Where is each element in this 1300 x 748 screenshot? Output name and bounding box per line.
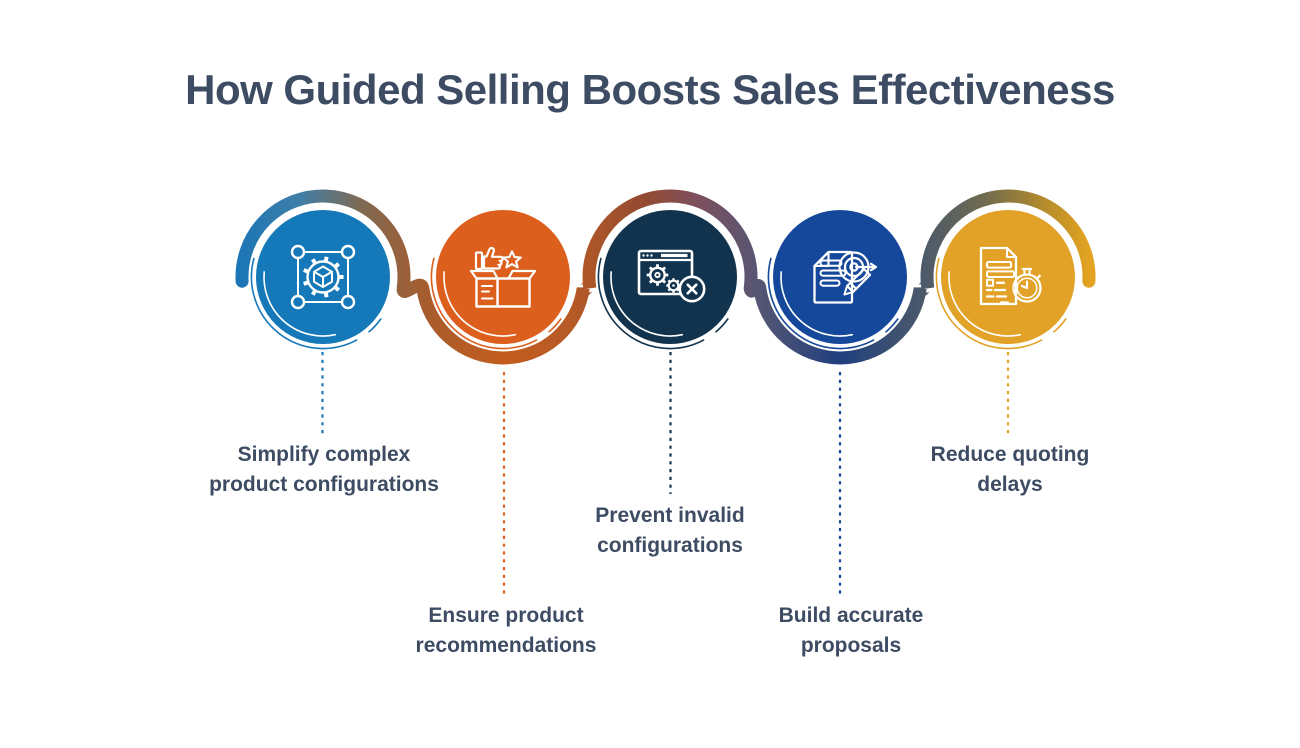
step-3-group (597, 210, 737, 494)
step-1-outer-arc (250, 257, 382, 350)
step-label-1-line-2: product configurations (209, 473, 439, 496)
step-2-outer-arc (430, 257, 562, 350)
step-label-1: Simplify complex product configurations (209, 440, 439, 500)
step-1-group (250, 210, 390, 434)
step-5-inner-arc (948, 271, 1022, 337)
step-3-inner-arc (610, 271, 684, 337)
step-label-3-line-1: Prevent invalid (595, 504, 745, 527)
step-label-4: Build accurate proposals (779, 601, 924, 661)
step-3-circle (603, 210, 737, 344)
step-label-2-line-2: recommendations (415, 634, 597, 657)
step-label-5-line-1: Reduce quoting (930, 443, 1090, 466)
step-label-2: Ensure product recommendations (416, 601, 597, 661)
step-label-3-line-2: configurations (597, 534, 743, 557)
step-label-4-line-1: Build accurate (778, 604, 924, 627)
thumbs-up-product-box-icon (469, 246, 537, 308)
document-stopwatch-icon (979, 246, 1042, 306)
step-label-2-line-1: Ensure product (428, 604, 584, 627)
step-2-inner-arc (443, 271, 517, 337)
step-4-group (767, 210, 907, 596)
step-label-3: Prevent invalid configurations (595, 501, 744, 561)
window-gears-error-icon (637, 249, 706, 303)
step-4-outer-arc (767, 257, 899, 350)
step-4-inner-arc (780, 271, 854, 337)
step-label-5-line-2: delays (977, 473, 1043, 496)
step-label-5: Reduce quoting delays (931, 440, 1090, 500)
step-label-4-line-2: proposals (800, 634, 902, 657)
step-5-outer-arc (935, 257, 1067, 350)
step-4-circle (773, 210, 907, 344)
serpentine-ribbon (235, 189, 1096, 365)
step-1-inner-arc (263, 271, 337, 337)
step-3-outer-arc (597, 257, 729, 350)
step-5-group (935, 210, 1075, 434)
step-2-group (430, 210, 570, 596)
step-2-circle (436, 210, 570, 344)
page-title: How Guided Selling Boosts Sales Effectiv… (185, 66, 1115, 113)
step-label-1-line-1: Simplify complex (237, 443, 411, 466)
cube-gear-configuration-icon (290, 244, 356, 310)
document-target-pencil-icon (813, 250, 878, 304)
